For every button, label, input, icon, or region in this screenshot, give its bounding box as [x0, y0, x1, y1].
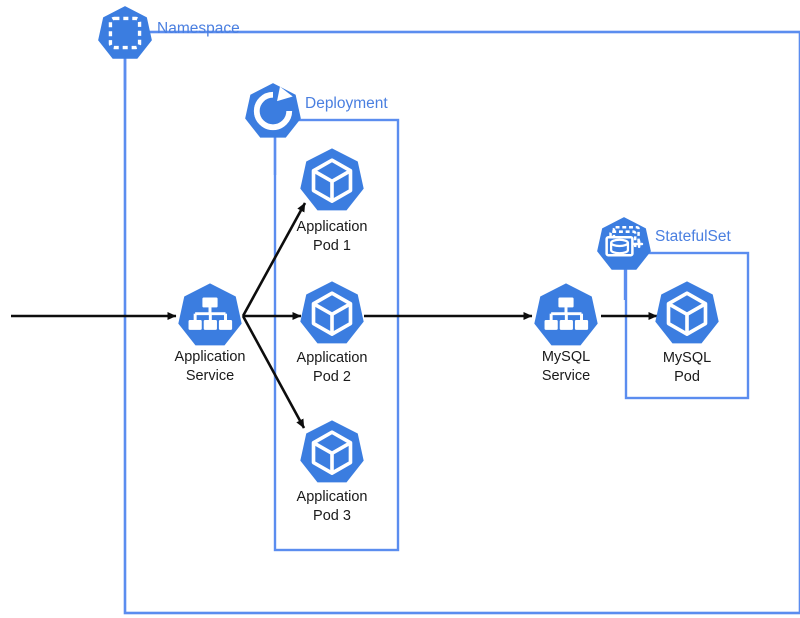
svg-text:Application: Application: [297, 219, 368, 235]
svg-text:Pod: Pod: [674, 369, 700, 385]
svg-text:Service: Service: [542, 368, 590, 384]
node-label-application-service: Application Service: [175, 349, 246, 384]
service-icon-mysql-service: [534, 283, 598, 346]
group-box-namespace: [123, 30, 800, 615]
svg-text:MySQL: MySQL: [542, 349, 590, 365]
svg-text:MySQL: MySQL: [663, 350, 711, 366]
svg-text:Application: Application: [297, 350, 368, 366]
group-box-statefulset: [624, 251, 750, 400]
svg-text:Application: Application: [297, 489, 368, 505]
svg-text:Pod 2: Pod 2: [313, 369, 351, 385]
node-label-mysql-service: MySQL Service: [542, 349, 590, 384]
node-label-application-pod-2: Application Pod 2: [297, 350, 368, 385]
node-label-application-pod-1: Application Pod 1: [297, 219, 368, 254]
svg-text:Pod 1: Pod 1: [313, 238, 351, 254]
group-box-deployment: [273, 118, 400, 552]
pod-icon-application-pod-2: [300, 281, 364, 344]
group-label-statefulset: StatefulSet: [655, 228, 732, 245]
svg-text:Pod 3: Pod 3: [313, 508, 351, 524]
deployment-icon: [245, 83, 301, 138]
node-label-mysql-pod: MySQL Pod: [663, 350, 711, 385]
svg-text:Service: Service: [186, 368, 234, 384]
namespace-icon: [98, 6, 152, 59]
group-label-namespace: Namespace: [157, 20, 240, 37]
node-label-application-pod-3: Application Pod 3: [297, 489, 368, 524]
pod-icon-mysql-pod: [655, 281, 719, 344]
svg-text:Application: Application: [175, 349, 246, 365]
service-icon-application-service: [178, 283, 242, 346]
pod-icon-application-pod-1: [300, 148, 364, 211]
statefulset-icon: [597, 217, 651, 270]
pod-icon-application-pod-3: [300, 420, 364, 483]
arrow-application-service-to-pod-3: [241, 315, 306, 429]
group-label-deployment: Deployment: [305, 95, 388, 112]
arrow-application-service-to-pod-1: [241, 202, 307, 317]
